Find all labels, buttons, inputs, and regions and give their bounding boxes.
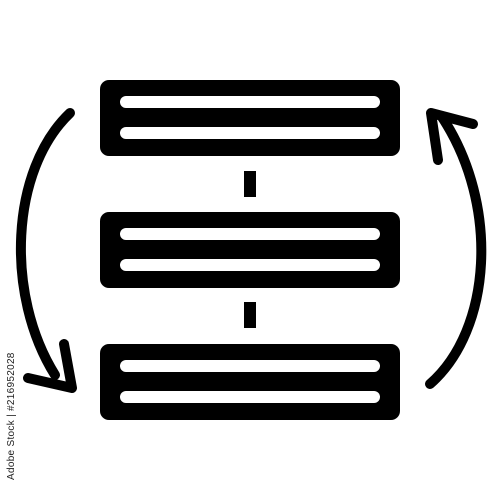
left-down-arrow-icon (15, 108, 77, 393)
top-rack-block (100, 80, 400, 156)
middle-rack-block (100, 212, 400, 288)
stock-id-label: Adobe Stock | #216952028 (6, 352, 17, 480)
right-up-arrow-icon (425, 108, 487, 389)
bottom-connector (244, 302, 256, 328)
bottom-rack-block (100, 344, 400, 420)
top-connector (244, 171, 256, 197)
